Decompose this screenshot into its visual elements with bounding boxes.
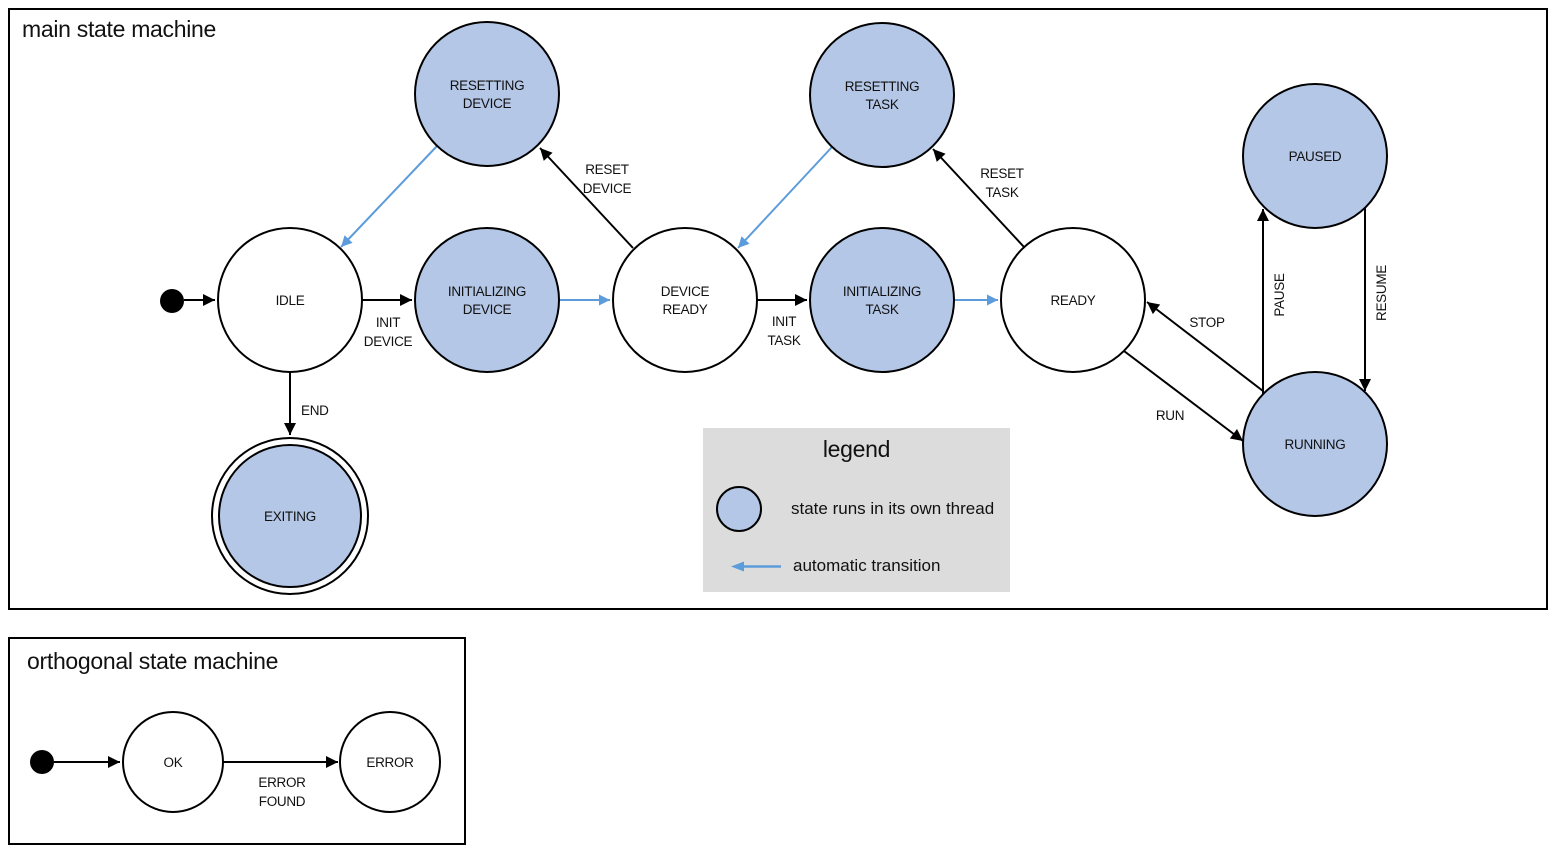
orthogonal-state-machine-title: orthogonal state machine <box>27 648 279 674</box>
orthogonal-state-machine-box: orthogonal state machine <box>8 637 466 845</box>
legend-automatic-transition-label: automatic transition <box>793 556 941 575</box>
main-state-machine-box: main state machine <box>8 8 1548 610</box>
legend-thread-state-label: state runs in its own thread <box>791 499 995 518</box>
main-state-machine-title: main state machine <box>22 16 217 42</box>
thread-state-icon <box>716 486 762 532</box>
legend-title: legend <box>822 436 891 462</box>
legend-box: legend state runs in its own thread auto… <box>703 428 1010 592</box>
automatic-transition-icon <box>731 561 781 572</box>
